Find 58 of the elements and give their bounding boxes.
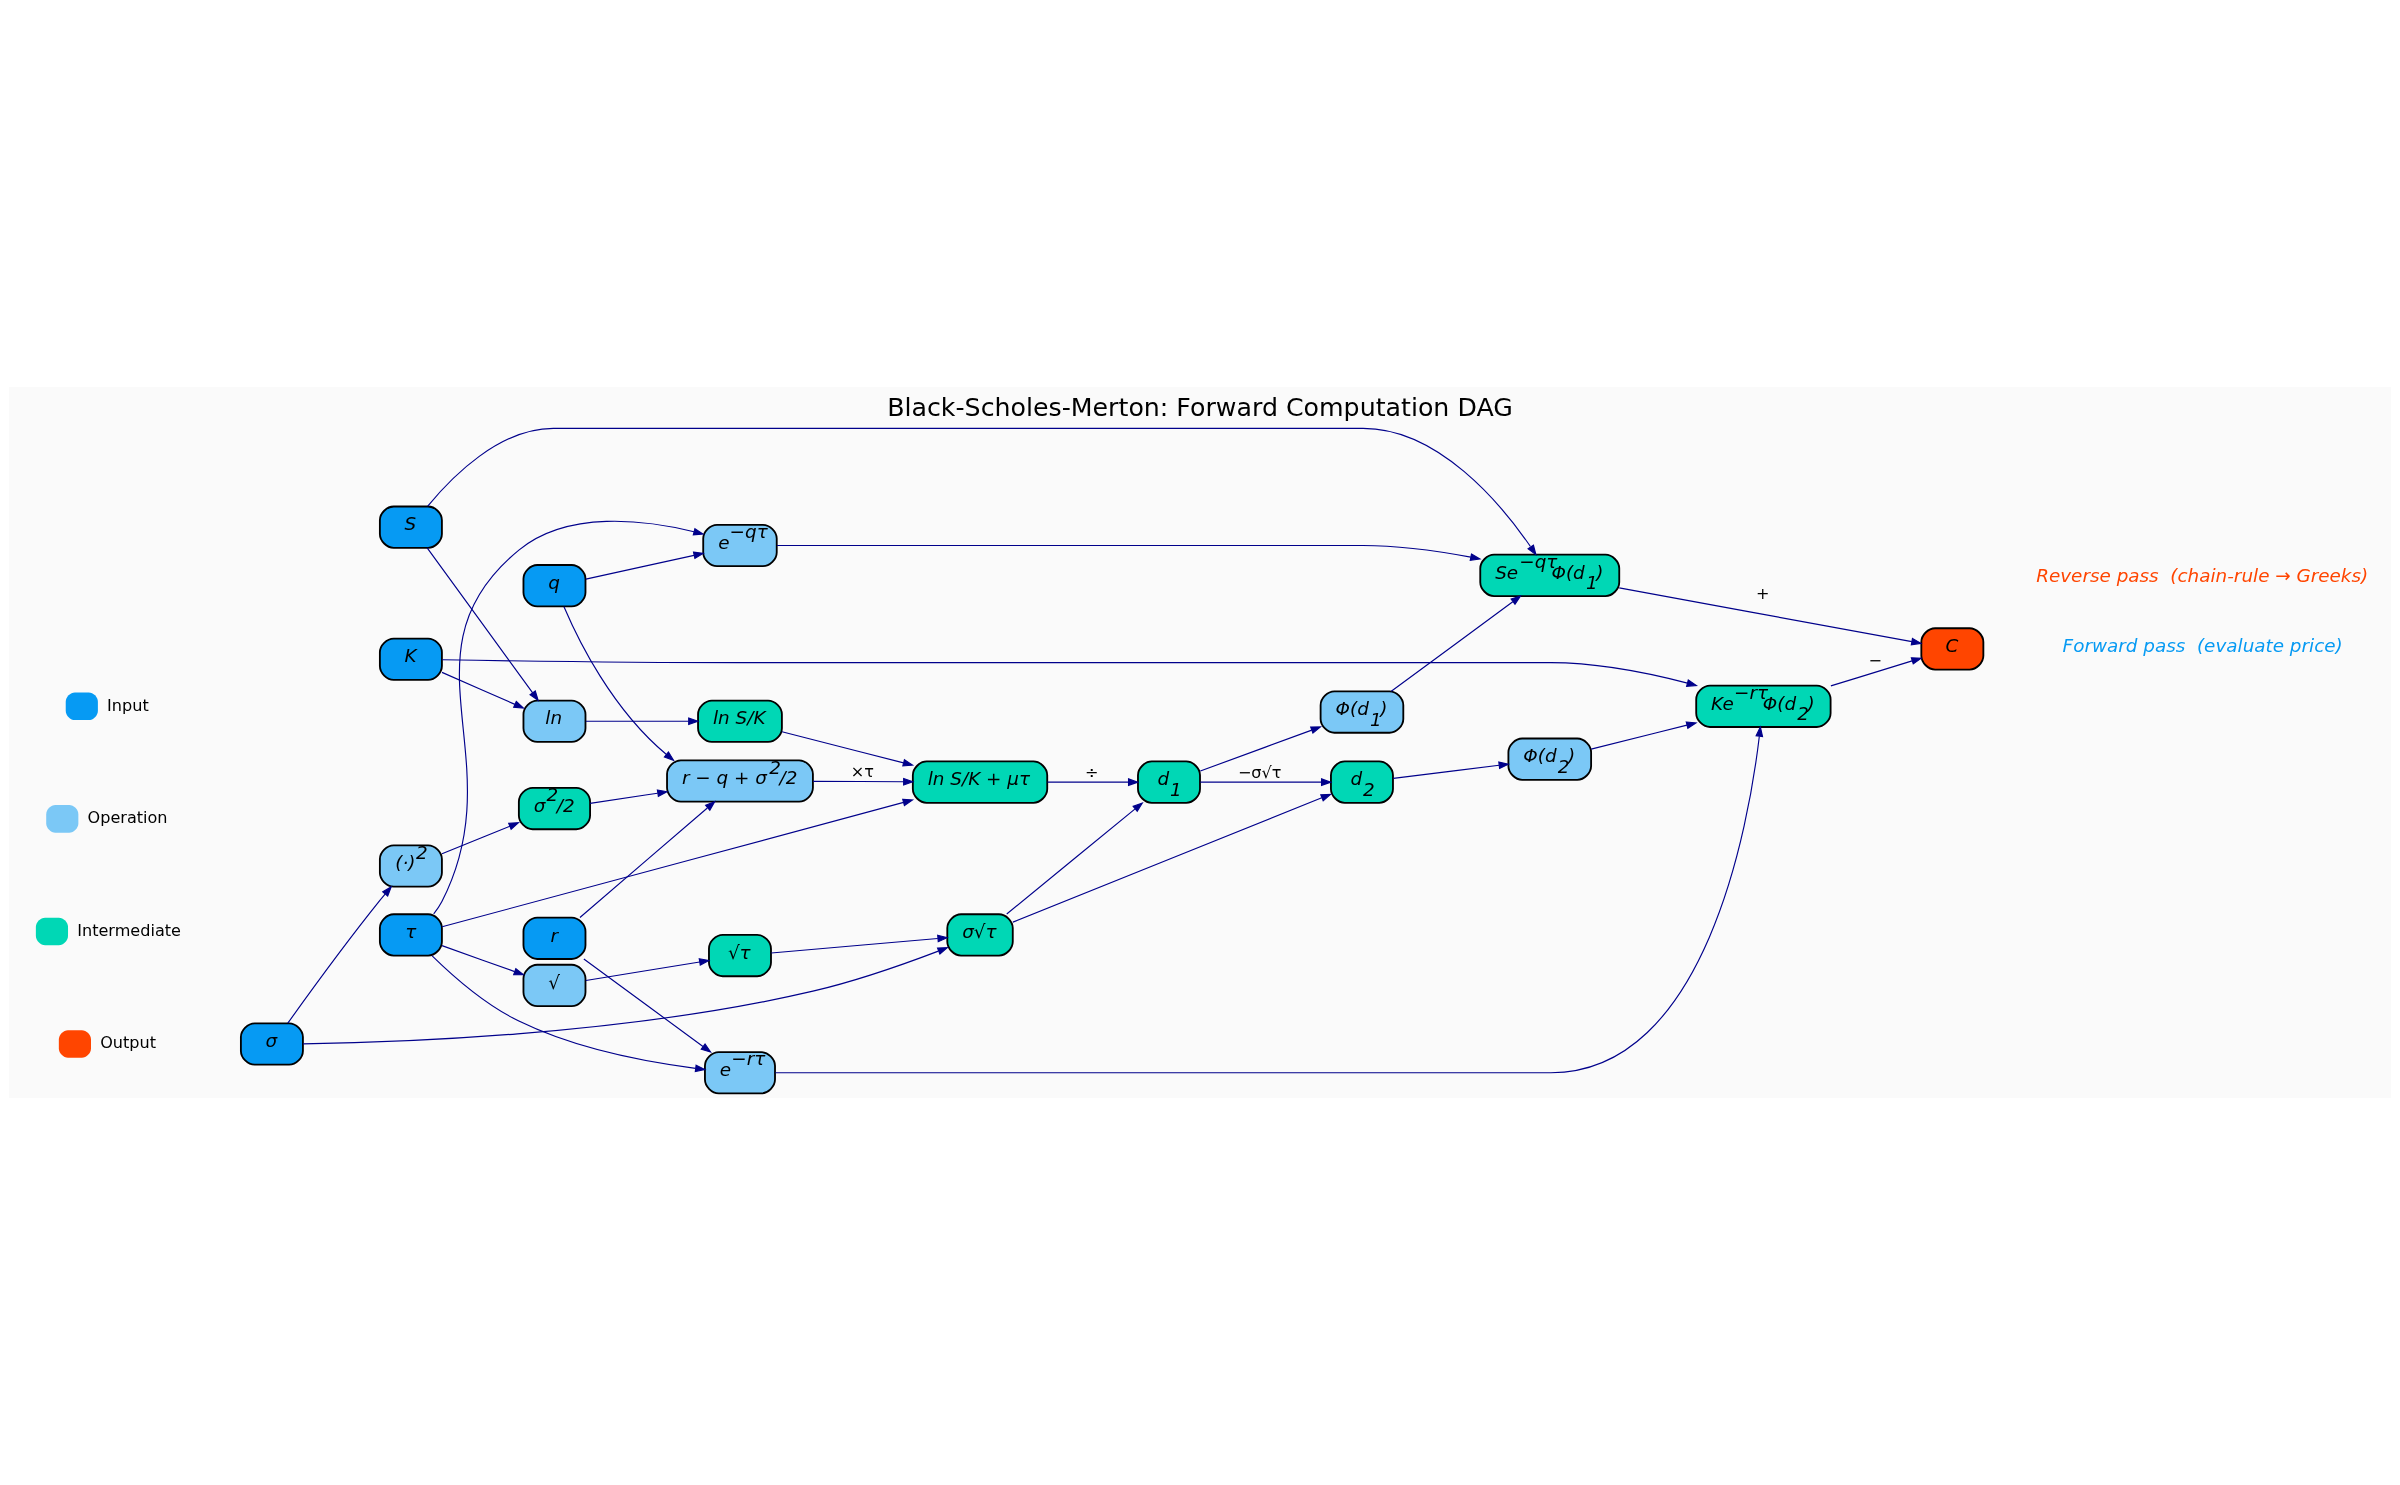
- arrow: [441, 822, 521, 855]
- arrow: [563, 606, 675, 762]
- arrow: [1390, 595, 1522, 692]
- arrow: [1590, 721, 1698, 750]
- node-box: ln S/K: [697, 699, 783, 743]
- arrow: [441, 659, 1699, 687]
- arrow: [441, 671, 525, 709]
- arrow: [585, 717, 700, 726]
- arrow: [1006, 801, 1144, 915]
- node-box: C: [1920, 627, 1985, 671]
- node-box: √: [522, 963, 587, 1008]
- label: Reverse pass (chain-rule → Greeks): [2036, 565, 2369, 587]
- legend-label: Operation: [87, 808, 168, 828]
- legend-label: Output: [100, 1033, 157, 1053]
- edge-label: ×τ: [850, 761, 874, 781]
- arrow: [774, 725, 1764, 1074]
- arrow: [781, 731, 915, 767]
- arrow: [585, 551, 705, 580]
- arrow: [1046, 778, 1140, 787]
- node-box: ln S/K + μτ: [911, 760, 1049, 804]
- arrow: [1199, 726, 1323, 772]
- legend-label: Intermediate: [77, 920, 181, 940]
- arrow: [427, 427, 1537, 557]
- node-box: S: [378, 505, 443, 549]
- arrow: [770, 934, 949, 954]
- arrow: [589, 789, 669, 804]
- arrow: [302, 947, 949, 1045]
- arrow: [579, 800, 716, 919]
- arrow: [1012, 793, 1333, 923]
- arrow: [426, 547, 540, 702]
- arrow: [441, 798, 915, 928]
- edge-label: +: [1755, 583, 1770, 603]
- arrow: [441, 945, 526, 976]
- arrow: [433, 520, 705, 915]
- diagram-title: Black-Scholes-Merton: Forward Computation DAG: [887, 393, 1513, 423]
- edge-label: −: [1868, 651, 1882, 671]
- arrow: [812, 777, 915, 786]
- node-box: r: [522, 916, 587, 960]
- arrow: [583, 958, 712, 1054]
- node-box: √τ: [708, 933, 772, 978]
- arrow: [1392, 761, 1511, 779]
- node-box: σ: [240, 1022, 304, 1066]
- edge-label: −σ√τ: [1237, 762, 1282, 782]
- arrow: [1618, 587, 1923, 646]
- node-box: ln: [522, 699, 587, 743]
- edge-label: ÷: [1085, 762, 1099, 782]
- node-box: τ: [378, 913, 443, 957]
- node-box: K: [378, 637, 443, 681]
- arrow: [776, 544, 1482, 562]
- arrow: [431, 955, 707, 1073]
- arrow: [1199, 778, 1333, 787]
- arrow: [287, 885, 393, 1024]
- node-box: q: [522, 564, 587, 608]
- label: Forward pass (evaluate price): [2062, 635, 2343, 657]
- node-box: σ√τ: [946, 913, 1014, 957]
- legend-label: Input: [107, 695, 149, 715]
- arrow: [585, 958, 711, 982]
- arrow: [1830, 657, 1923, 687]
